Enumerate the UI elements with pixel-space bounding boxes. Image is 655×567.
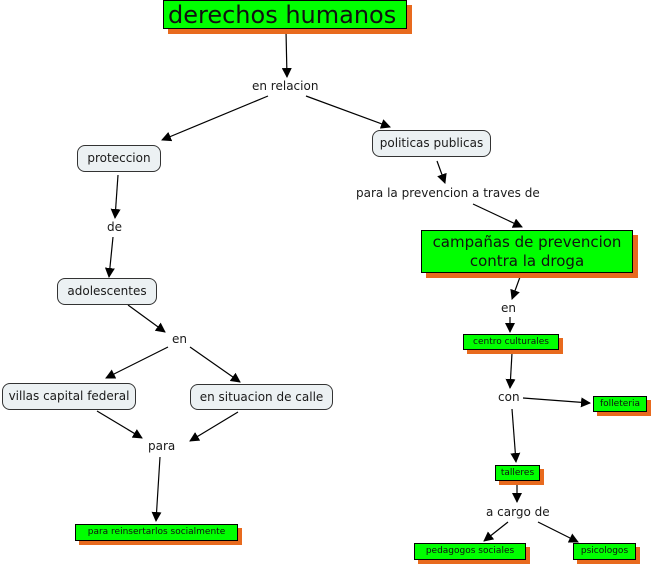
concept-label: folleteria (600, 399, 640, 409)
concept-villas-capital-federal[interactable]: villas capital federal (2, 383, 136, 410)
concept-label: derechos humanos (168, 1, 397, 29)
concept-adolescentes[interactable]: adolescentes (57, 278, 157, 305)
link (510, 276, 521, 300)
link (189, 346, 241, 383)
link (305, 95, 391, 129)
concept-label: adolescentes (67, 284, 147, 298)
link (281, 30, 292, 78)
link (96, 410, 143, 439)
link (522, 397, 591, 408)
link (110, 174, 121, 219)
concept-label: politicas publicas (379, 136, 484, 150)
link (436, 160, 447, 184)
concept-label: villas capital federal (8, 389, 130, 403)
linking-phrase-en-left[interactable]: en (170, 332, 189, 346)
linking-phrase-en-right[interactable]: en (499, 301, 518, 315)
linking-phrase-para-la-prevencion[interactable]: para la prevencion a traves de (354, 186, 542, 200)
link (510, 408, 521, 463)
linking-phrase-de[interactable]: de (105, 220, 124, 234)
linking-phrase-a-cargo-de[interactable]: a cargo de (484, 505, 552, 519)
linking-phrase-con[interactable]: con (496, 390, 522, 404)
link (161, 95, 269, 142)
link (483, 521, 509, 542)
concept-derechos-humanos[interactable]: derechos humanos (163, 0, 407, 29)
concept-centro-culturales[interactable]: centro culturales (463, 334, 559, 350)
concept-pedagogos-sociales[interactable]: pedagogos sociales (414, 543, 526, 560)
concept-label: pedagogos sociales (425, 546, 515, 556)
concept-label: centro culturales (473, 337, 549, 347)
link (505, 352, 516, 389)
link (472, 203, 523, 228)
link (105, 346, 169, 379)
concept-para-reinsertarlos-socialmente[interactable]: para reinsertarlos socialmente (75, 524, 238, 541)
link (537, 521, 579, 543)
link (104, 236, 115, 278)
concept-talleres[interactable]: talleres (495, 465, 540, 481)
concept-politicas-publicas[interactable]: politicas publicas (372, 130, 491, 157)
concept-label: talleres (500, 468, 535, 478)
concept-label-line2: contra la droga (469, 252, 585, 270)
concept-campanas-de-prevencion[interactable]: campañas de prevencion contra la droga (421, 230, 633, 273)
concept-label: en situacion de calle (199, 390, 324, 404)
link (151, 456, 162, 522)
concept-psicologos[interactable]: psicologos (573, 543, 636, 560)
concept-label: para reinsertarlos socialmente (87, 527, 226, 537)
concept-en-situacion-de-calle[interactable]: en situacion de calle (190, 384, 333, 410)
concept-label: proteccion (87, 151, 151, 165)
linking-phrase-para[interactable]: para (146, 439, 178, 453)
link (189, 411, 239, 442)
linking-phrase-en-relacion[interactable]: en relacion (250, 79, 321, 93)
concept-label: psicologos (580, 546, 629, 556)
link (127, 304, 166, 333)
concept-folleteria[interactable]: folleteria (593, 396, 647, 412)
concept-label-line1: campañas de prevencion (432, 233, 622, 251)
concept-proteccion[interactable]: proteccion (77, 145, 161, 172)
